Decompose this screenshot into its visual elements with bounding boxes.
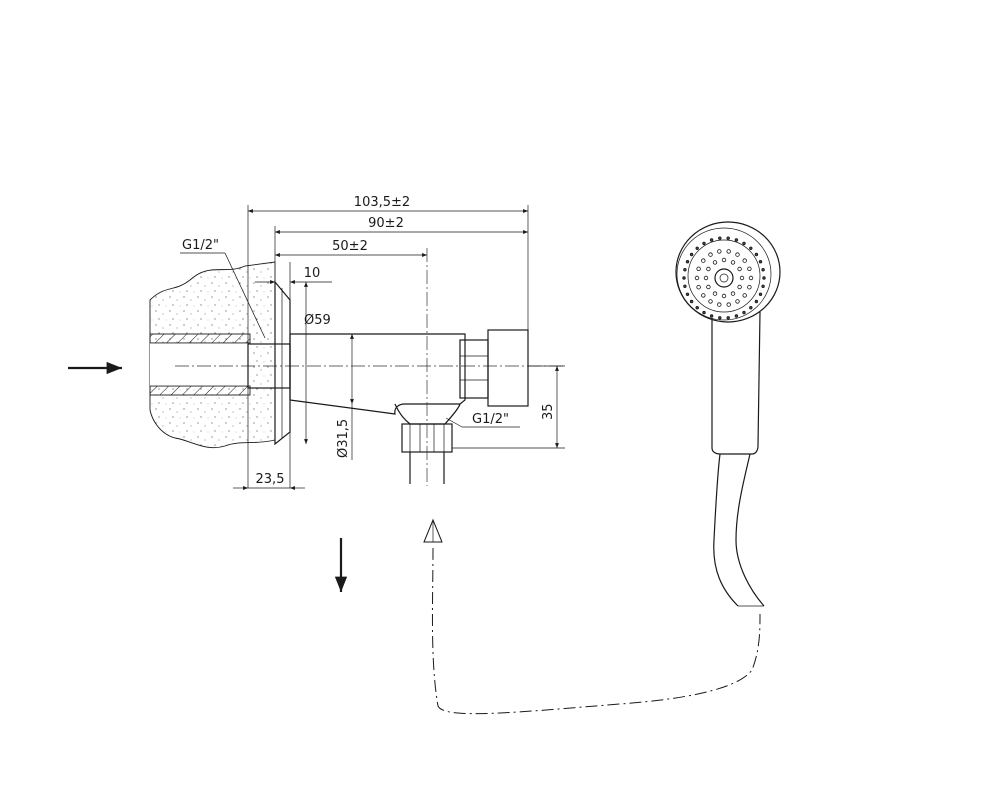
nozzle-dot bbox=[742, 258, 747, 263]
nozzle-dot bbox=[742, 241, 746, 246]
nozzle-dot bbox=[701, 293, 706, 298]
nozzle-dot bbox=[749, 306, 753, 310]
nozzle-dot bbox=[689, 252, 694, 257]
dim-body-diameter: Ø31,5 bbox=[336, 419, 351, 458]
nozzle-dot bbox=[726, 249, 731, 254]
nozzle-dot bbox=[685, 260, 690, 264]
wall-section bbox=[149, 261, 276, 449]
nozzle-dot bbox=[706, 284, 711, 290]
nozzle-dot bbox=[703, 275, 709, 281]
nozzle-dot bbox=[702, 241, 706, 246]
nozzle-dot bbox=[726, 316, 730, 320]
nozzle-dot bbox=[737, 266, 742, 272]
nozzle-dot bbox=[758, 292, 763, 296]
nozzle-dot bbox=[762, 276, 766, 280]
dim-flange-thickness: 10 bbox=[304, 266, 321, 281]
nozzle-dot bbox=[735, 299, 740, 304]
nozzle-dot bbox=[721, 257, 727, 263]
nozzle-dot bbox=[696, 266, 701, 271]
nozzle-dot bbox=[739, 275, 745, 281]
shower-nozzles bbox=[682, 236, 766, 320]
nozzle-dot bbox=[706, 266, 711, 272]
nozzle-dot bbox=[709, 314, 714, 318]
dim-flange-diameter: Ø59 bbox=[304, 313, 331, 328]
dim-wall-depth: 23,5 bbox=[256, 472, 285, 487]
nozzle-dot bbox=[748, 275, 754, 281]
nozzle-dot bbox=[718, 236, 722, 240]
nozzle-dot bbox=[689, 299, 694, 304]
nozzle-dot bbox=[726, 302, 731, 307]
nozzle-dot bbox=[730, 260, 736, 265]
nozzle-dot bbox=[695, 306, 699, 310]
nozzle-dot bbox=[685, 292, 690, 296]
nozzle-dot bbox=[747, 285, 752, 290]
nozzle-dot bbox=[735, 252, 740, 257]
dim-overall-length: 103,5±2 bbox=[354, 195, 410, 210]
nozzle-dot bbox=[683, 284, 687, 288]
nozzle-dot bbox=[721, 293, 727, 299]
nozzle-dot bbox=[726, 236, 730, 240]
nozzle-dot bbox=[696, 285, 701, 290]
dimension-lines bbox=[180, 205, 565, 490]
dim-outlet-drop: 35 bbox=[541, 403, 556, 420]
thread-inlet-label: G1/2" bbox=[182, 238, 219, 253]
thread-outlet-label: G1/2" bbox=[472, 412, 509, 427]
nozzle-dot bbox=[749, 246, 753, 250]
nozzle-dot bbox=[712, 291, 718, 296]
nozzle-dot bbox=[742, 310, 746, 315]
nozzle-dot bbox=[709, 238, 714, 242]
nozzle-dot bbox=[695, 246, 699, 250]
nozzle-dot bbox=[754, 299, 759, 304]
nozzle-dot bbox=[717, 302, 722, 307]
nozzle-dot bbox=[734, 314, 739, 318]
nozzle-dot bbox=[717, 249, 722, 254]
nozzle-dot bbox=[682, 276, 686, 280]
hand-shower bbox=[675, 221, 781, 607]
nozzle-dot bbox=[712, 260, 718, 265]
nozzle-dot bbox=[754, 252, 759, 257]
nozzle-dot bbox=[708, 299, 713, 304]
nozzle-dot bbox=[701, 258, 706, 263]
nozzle-dot bbox=[742, 293, 747, 298]
nozzle-dot bbox=[702, 310, 706, 315]
nozzle-dot bbox=[734, 238, 739, 242]
dim-body-length: 90±2 bbox=[368, 216, 404, 231]
nozzle-dot bbox=[761, 284, 765, 288]
hose-connection-arrow bbox=[423, 518, 443, 543]
nozzle-dot bbox=[747, 266, 752, 271]
nozzle-dot bbox=[694, 275, 700, 281]
nozzle-dot bbox=[708, 252, 713, 257]
nozzle-dot bbox=[683, 268, 687, 272]
nozzle-dot bbox=[758, 260, 763, 264]
nozzle-dot bbox=[737, 284, 742, 290]
nozzle-dot bbox=[718, 316, 722, 320]
nozzle-dot bbox=[730, 291, 736, 296]
hose-path-dashed bbox=[431, 547, 761, 715]
dim-outlet-offset: 50±2 bbox=[332, 239, 368, 254]
nozzle-dot bbox=[761, 268, 765, 272]
